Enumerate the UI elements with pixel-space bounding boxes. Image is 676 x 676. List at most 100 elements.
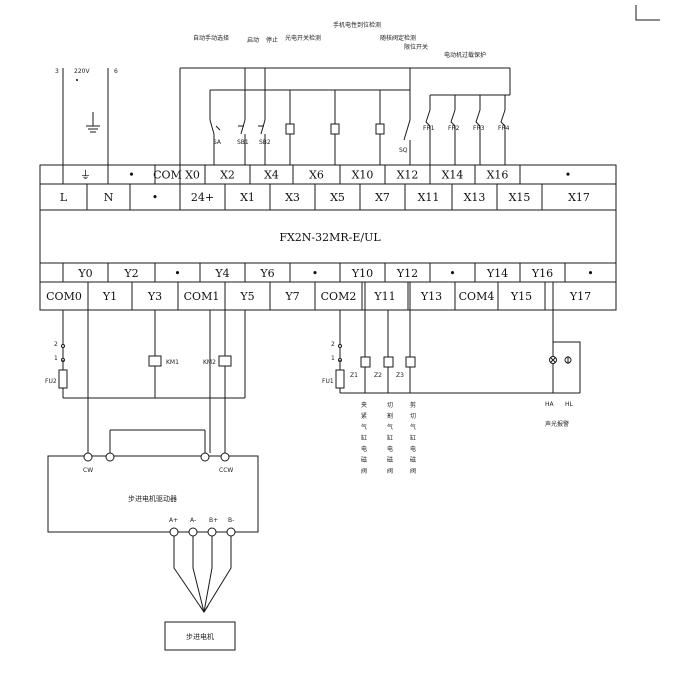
terminal-x11-cell: X11 (418, 191, 440, 204)
terminal-x7-cell: X7 (375, 191, 390, 204)
fr1-contact-icon (425, 109, 431, 168)
fuse-two-b-label: 2 (331, 341, 335, 348)
terminal-b-plus (207, 527, 217, 537)
power-voltage: 220V (74, 68, 90, 75)
label-manual-motor-pos: 手机电性到位检测 (333, 21, 381, 29)
fuse-two-label: 2 (54, 341, 58, 348)
switch-label-fr4: FR4 (498, 125, 510, 132)
terminal-x16-cell: X16 (487, 169, 509, 182)
ground-icon (86, 112, 100, 133)
terminal-cw-2 (105, 452, 115, 462)
km2-coil-icon (218, 355, 232, 367)
photo-switch-3-icon (375, 120, 385, 168)
stepper-driver-box (47, 455, 259, 533)
terminal-x14-cell: X14 (442, 169, 464, 182)
cable-b-minus (203, 536, 232, 613)
terminal-ccw-2 (200, 452, 210, 462)
terminal-x4-cell: X4 (264, 169, 279, 182)
terminal-y1-cell: Y1 (102, 290, 117, 303)
fr4-contact-icon (500, 109, 506, 168)
fu2-label: FU2 (45, 378, 57, 385)
switch-label-fr3: FR3 (473, 125, 485, 132)
terminal--cell: • (128, 169, 135, 182)
switch-label-sa: SA (213, 139, 222, 146)
switch-label-fr1: FR1 (423, 125, 435, 132)
terminal--cell: ⏚ (80, 169, 91, 182)
terminal-com-cell: COM (153, 169, 182, 182)
sa-switch-icon (209, 119, 221, 168)
terminal-y11-cell: Y11 (373, 290, 395, 303)
terminal-x12-cell: X12 (397, 169, 419, 182)
terminal-y10-cell: Y10 (351, 267, 373, 280)
terminal-a-plus (169, 527, 179, 537)
valve-label-2: 切割气缸电磁阀 (387, 402, 393, 475)
cable-b-plus (203, 536, 213, 613)
photo-switch-2-icon (330, 120, 340, 168)
label-auto-manual: 自动手动选择 (193, 34, 229, 42)
terminal-cw (83, 452, 93, 462)
label-photo-switch: 光电开关检测 (285, 34, 321, 42)
terminal-y0-cell: Y0 (77, 267, 92, 280)
terminal--cell: • (174, 267, 181, 280)
terminal--cell: • (449, 267, 456, 280)
terminal-24+-cell: 24+ (191, 191, 214, 204)
wire-alarm-loop (553, 341, 581, 393)
terminal-x13-cell: X13 (464, 191, 486, 204)
label-follow-press: 随核阀定检测 (380, 34, 416, 42)
power-dot (76, 79, 78, 81)
z3-label: Z3 (396, 372, 404, 379)
fu1-label: FU1 (322, 378, 334, 385)
terminal-y3-cell: Y3 (147, 290, 162, 303)
fr3-contact-icon (475, 109, 481, 168)
stepper-motor-box (164, 621, 236, 651)
ha-label: HA (545, 401, 555, 408)
terminal-y17-cell: Y17 (569, 290, 591, 303)
plc-body (39, 164, 617, 311)
alarm-label: 声光报警 (545, 420, 569, 428)
power-left-num: 3 (55, 68, 59, 75)
terminal-label-b-plus: B+ (209, 517, 218, 524)
terminal-com0-cell: COM0 (46, 290, 82, 303)
terminal-a-minus (188, 527, 198, 537)
switch-label-sb1: SB1 (237, 139, 249, 146)
sb1-switch-icon (238, 119, 246, 168)
cable-a-minus (192, 536, 205, 613)
z2-valve-icon (383, 356, 394, 368)
switch-label-sb2: SB2 (259, 139, 271, 146)
terminal-n-cell: N (104, 191, 114, 204)
label-limit-switch: 限位开关 (404, 43, 428, 51)
terminal-ccw (220, 452, 230, 462)
terminal-y13-cell: Y13 (420, 290, 442, 303)
terminal-y5-cell: Y5 (239, 290, 254, 303)
fr-contacts (425, 109, 506, 168)
photo-switch-1-icon (285, 120, 295, 168)
terminal-label-b-minus: B- (228, 517, 234, 524)
terminal-com1-cell: COM1 (184, 290, 220, 303)
km2-label: KM2 (203, 359, 216, 366)
z3-valve-icon (405, 356, 416, 368)
plc-model: FX2N-32MR-E/UL (279, 231, 381, 244)
z1-valve-icon (360, 356, 371, 368)
terminal--cell: • (312, 267, 319, 280)
terminal-x3-cell: X3 (285, 191, 300, 204)
terminal-2b (338, 344, 342, 348)
power-right-num: 6 (114, 68, 118, 75)
sq-limit-switch-icon (403, 119, 411, 168)
terminal-y4-cell: Y4 (214, 267, 229, 280)
km1-label: KM1 (166, 359, 179, 366)
terminal-label-a-minus: A- (190, 517, 196, 524)
km1-coil-icon (148, 355, 162, 367)
terminal-com4-cell: COM4 (459, 290, 495, 303)
fu2-fuse-icon (58, 369, 68, 389)
terminal-b-minus (226, 527, 236, 537)
terminal-y12-cell: Y12 (396, 267, 418, 280)
buzzer-icon (564, 356, 572, 364)
terminal-x5-cell: X5 (330, 191, 345, 204)
terminal-x15-cell: X15 (509, 191, 531, 204)
fr2-contact-icon (450, 109, 456, 168)
label-stop: 停止 (266, 36, 278, 44)
